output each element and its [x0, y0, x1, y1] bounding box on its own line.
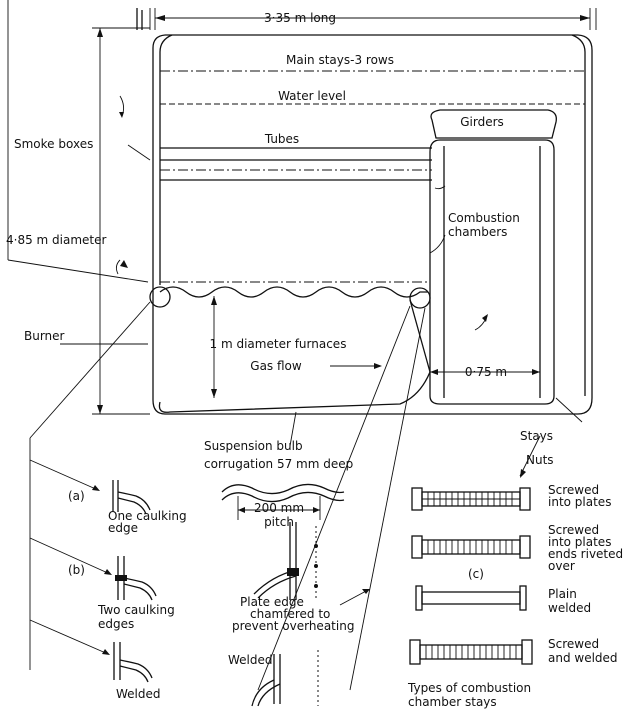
detail-welded-sketch	[113, 642, 153, 683]
types-label-1: Types of combustion	[407, 681, 531, 695]
detail-b-sketch	[115, 556, 157, 601]
suspension-label-1: Suspension bulb	[204, 439, 303, 453]
length-dimension	[149, 8, 597, 30]
two-caulking-label-2: edges	[98, 617, 134, 631]
stay-type-3	[415, 585, 527, 611]
plate-edge-label-2: chamfered to	[250, 607, 330, 621]
front-end-plate	[152, 34, 166, 415]
stay3-label-1: Plain	[548, 587, 577, 601]
combustion-label-2: chambers	[448, 225, 507, 239]
furnace-top	[159, 286, 428, 298]
detail-a-sketch	[112, 480, 151, 515]
furnace-bottom	[158, 371, 431, 413]
length-label: 3·35 m long	[264, 11, 336, 25]
stay1-label-2: into plates	[548, 495, 611, 509]
stay2-label-4: over	[548, 559, 575, 573]
stay1-label-1: Screwed	[548, 483, 599, 497]
one-caulking-label-2: edge	[108, 521, 138, 535]
stay2-label-1: Screwed	[548, 523, 599, 537]
suspension-label-2: corrugation 57 mm deep	[204, 457, 353, 471]
chamber-width-label: 0·75 m	[465, 365, 507, 379]
detail-a-label: (a)	[68, 489, 85, 503]
corrugation-sketch	[221, 483, 345, 520]
stay4-label-1: Screwed	[548, 637, 599, 651]
stay-type-1	[411, 487, 531, 511]
two-caulking-label-1: Two caulking	[97, 603, 175, 617]
plate-edge-label-3: prevent overheating	[232, 619, 354, 633]
water-level-label: Water level	[278, 89, 346, 103]
plate-chamfer-sketch	[253, 522, 318, 600]
girders-label: Girders	[460, 115, 504, 129]
detail-circle-left	[149, 286, 171, 308]
detail-c-label: (c)	[468, 567, 484, 581]
furnaces-label: 1 m diameter furnaces	[210, 337, 347, 351]
tubes-label: Tubes	[264, 132, 299, 146]
gas-flow-label: Gas flow	[250, 359, 302, 373]
main-stays-label: Main stays-3 rows	[286, 53, 394, 67]
types-label-2: chamber stays	[408, 695, 497, 709]
stay2-label-3: ends riveted	[548, 547, 623, 561]
pitch-label-2: pitch	[264, 515, 294, 529]
stay-type-2	[411, 535, 531, 559]
welded-mid-sketch	[251, 650, 319, 707]
detail-circle-right	[409, 287, 431, 309]
welded-left-label: Welded	[116, 687, 161, 701]
detail-b-label: (b)	[68, 563, 85, 577]
stay-type-4	[409, 639, 533, 665]
pitch-label-1: 200 mm	[254, 501, 304, 515]
burner-label: Burner	[24, 329, 65, 343]
plate-edge-label-1: Plate edge	[240, 595, 304, 609]
smoke-boxes-label: Smoke boxes	[14, 137, 93, 151]
combustion-chamber	[429, 139, 555, 405]
girders-box	[430, 109, 557, 139]
stay3-label-2: welded	[548, 601, 591, 615]
combustion-label-1: Combustion	[448, 211, 520, 225]
nuts-label: Nuts	[526, 453, 554, 467]
stay2-label-2: into plates	[548, 535, 611, 549]
one-caulking-label-1: One caulking	[108, 509, 187, 523]
stay4-label-2: and welded	[548, 651, 618, 665]
stays-label: Stays	[520, 429, 553, 443]
back-end-plate	[577, 34, 593, 415]
diameter-label: 4·85 m diameter	[6, 233, 107, 247]
welded-mid-label: Welded	[228, 653, 273, 667]
